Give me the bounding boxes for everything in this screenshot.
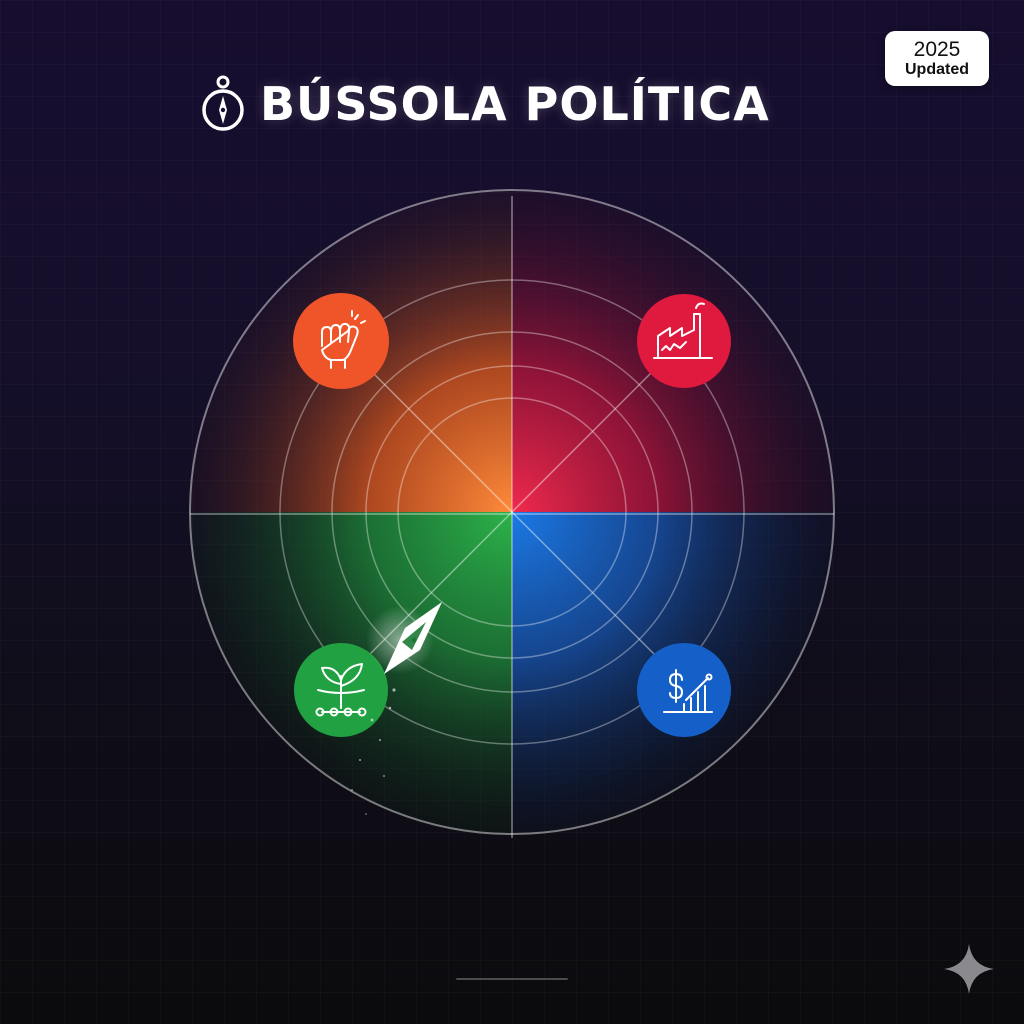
- page-title: BÚSSOLA POLÍTICA: [260, 77, 770, 131]
- bottom-divider: [456, 978, 568, 980]
- quadrant-icon-top-left: [293, 293, 389, 389]
- badge-year: 2025: [913, 37, 961, 61]
- badge-label: Updated: [905, 60, 969, 78]
- quadrant-icon-top-right: [637, 294, 731, 388]
- raised-fist-icon: [321, 310, 366, 369]
- quadrant-icon-bottom-left: [294, 643, 388, 737]
- compass-axes: [190, 196, 834, 838]
- plant-network-icon: [315, 663, 367, 717]
- compass-rings: [189, 189, 835, 835]
- quadrant-icon-bottom-right: [637, 643, 731, 737]
- updated-badge: 2025 Updated: [885, 31, 989, 86]
- compass-icon: [202, 75, 244, 131]
- dollar-growth-chart-icon: [663, 669, 713, 713]
- sparkle-icon: [944, 944, 994, 994]
- compass-needle: [351, 602, 442, 815]
- header: BÚSSOLA POLÍTICA: [200, 72, 770, 136]
- factory-icon: [653, 302, 713, 359]
